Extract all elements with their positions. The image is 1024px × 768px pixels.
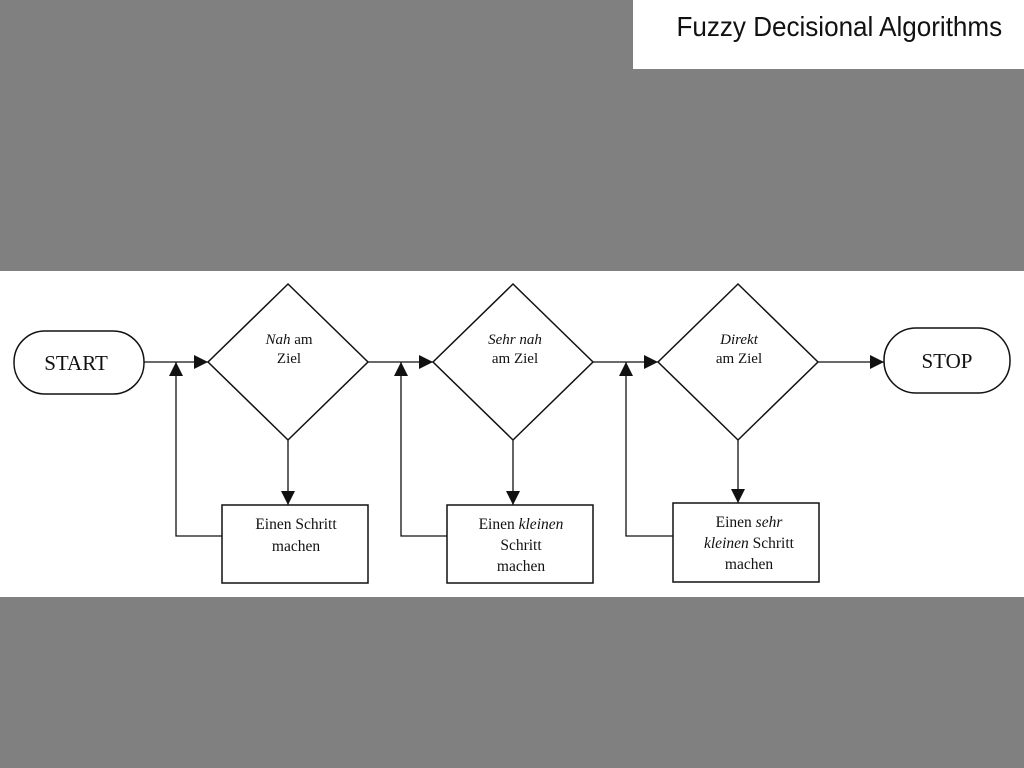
label-line: Einen kleinen	[479, 516, 564, 533]
label-run: Schritt	[749, 535, 795, 552]
label-line: Schritt	[500, 537, 542, 554]
label-run: Einen	[716, 514, 756, 531]
label-line: machen	[497, 558, 545, 575]
label-line: kleinen Schritt	[704, 535, 795, 552]
loop-arrow-action-2	[394, 362, 447, 537]
stop-label: STOP	[922, 349, 973, 373]
stop-terminal	[883, 327, 1011, 394]
label-line: Sehr nah	[488, 332, 542, 348]
label-line: Ziel	[277, 351, 301, 367]
decision-label-2: Sehr nah am Ziel	[488, 332, 542, 367]
label-run: Ziel	[277, 351, 301, 367]
label-run-italic: Sehr nah	[488, 332, 542, 348]
label-run: Einen Schritt	[255, 516, 337, 533]
label-line: Einen sehr	[716, 514, 784, 531]
label-line: Nah am	[264, 332, 312, 348]
action-box-1	[221, 504, 369, 584]
label-line: Einen Schritt	[255, 516, 337, 533]
label-run-italic: sehr	[756, 514, 784, 531]
action-box-2	[446, 504, 594, 584]
action-box-3	[672, 502, 820, 583]
label-run-italic: Direkt	[719, 332, 759, 348]
label-run-italic: kleinen	[704, 535, 749, 552]
slide-title: Fuzzy Decisional Algorithms	[676, 11, 1002, 42]
label-line: am Ziel	[492, 351, 538, 367]
start-label: START	[44, 351, 108, 375]
label-run: machen	[725, 556, 773, 573]
label-run-italic: kleinen	[519, 516, 564, 533]
label-run: am Ziel	[716, 351, 762, 367]
action-label-1: Einen Schritt machen	[255, 516, 337, 555]
loop-arrow-action-1	[169, 362, 222, 537]
loop-arrow-action-3	[619, 362, 673, 537]
label-line: Direkt	[719, 332, 759, 348]
decision-label-3: Direkt am Ziel	[716, 332, 762, 367]
label-run-italic: Nah	[264, 332, 290, 348]
label-run: Schritt	[500, 537, 542, 554]
label-run: machen	[272, 538, 320, 555]
action-label-3: Einen sehr kleinen Schritt machen	[704, 514, 795, 573]
label-line: am Ziel	[716, 351, 762, 367]
label-run: machen	[497, 558, 545, 575]
label-line: machen	[272, 538, 320, 555]
label-run: am Ziel	[492, 351, 538, 367]
label-line: machen	[725, 556, 773, 573]
label-run: Einen	[479, 516, 519, 533]
label-run: am	[290, 332, 312, 348]
title-panel: Fuzzy Decisional Algorithms	[633, 0, 1024, 69]
